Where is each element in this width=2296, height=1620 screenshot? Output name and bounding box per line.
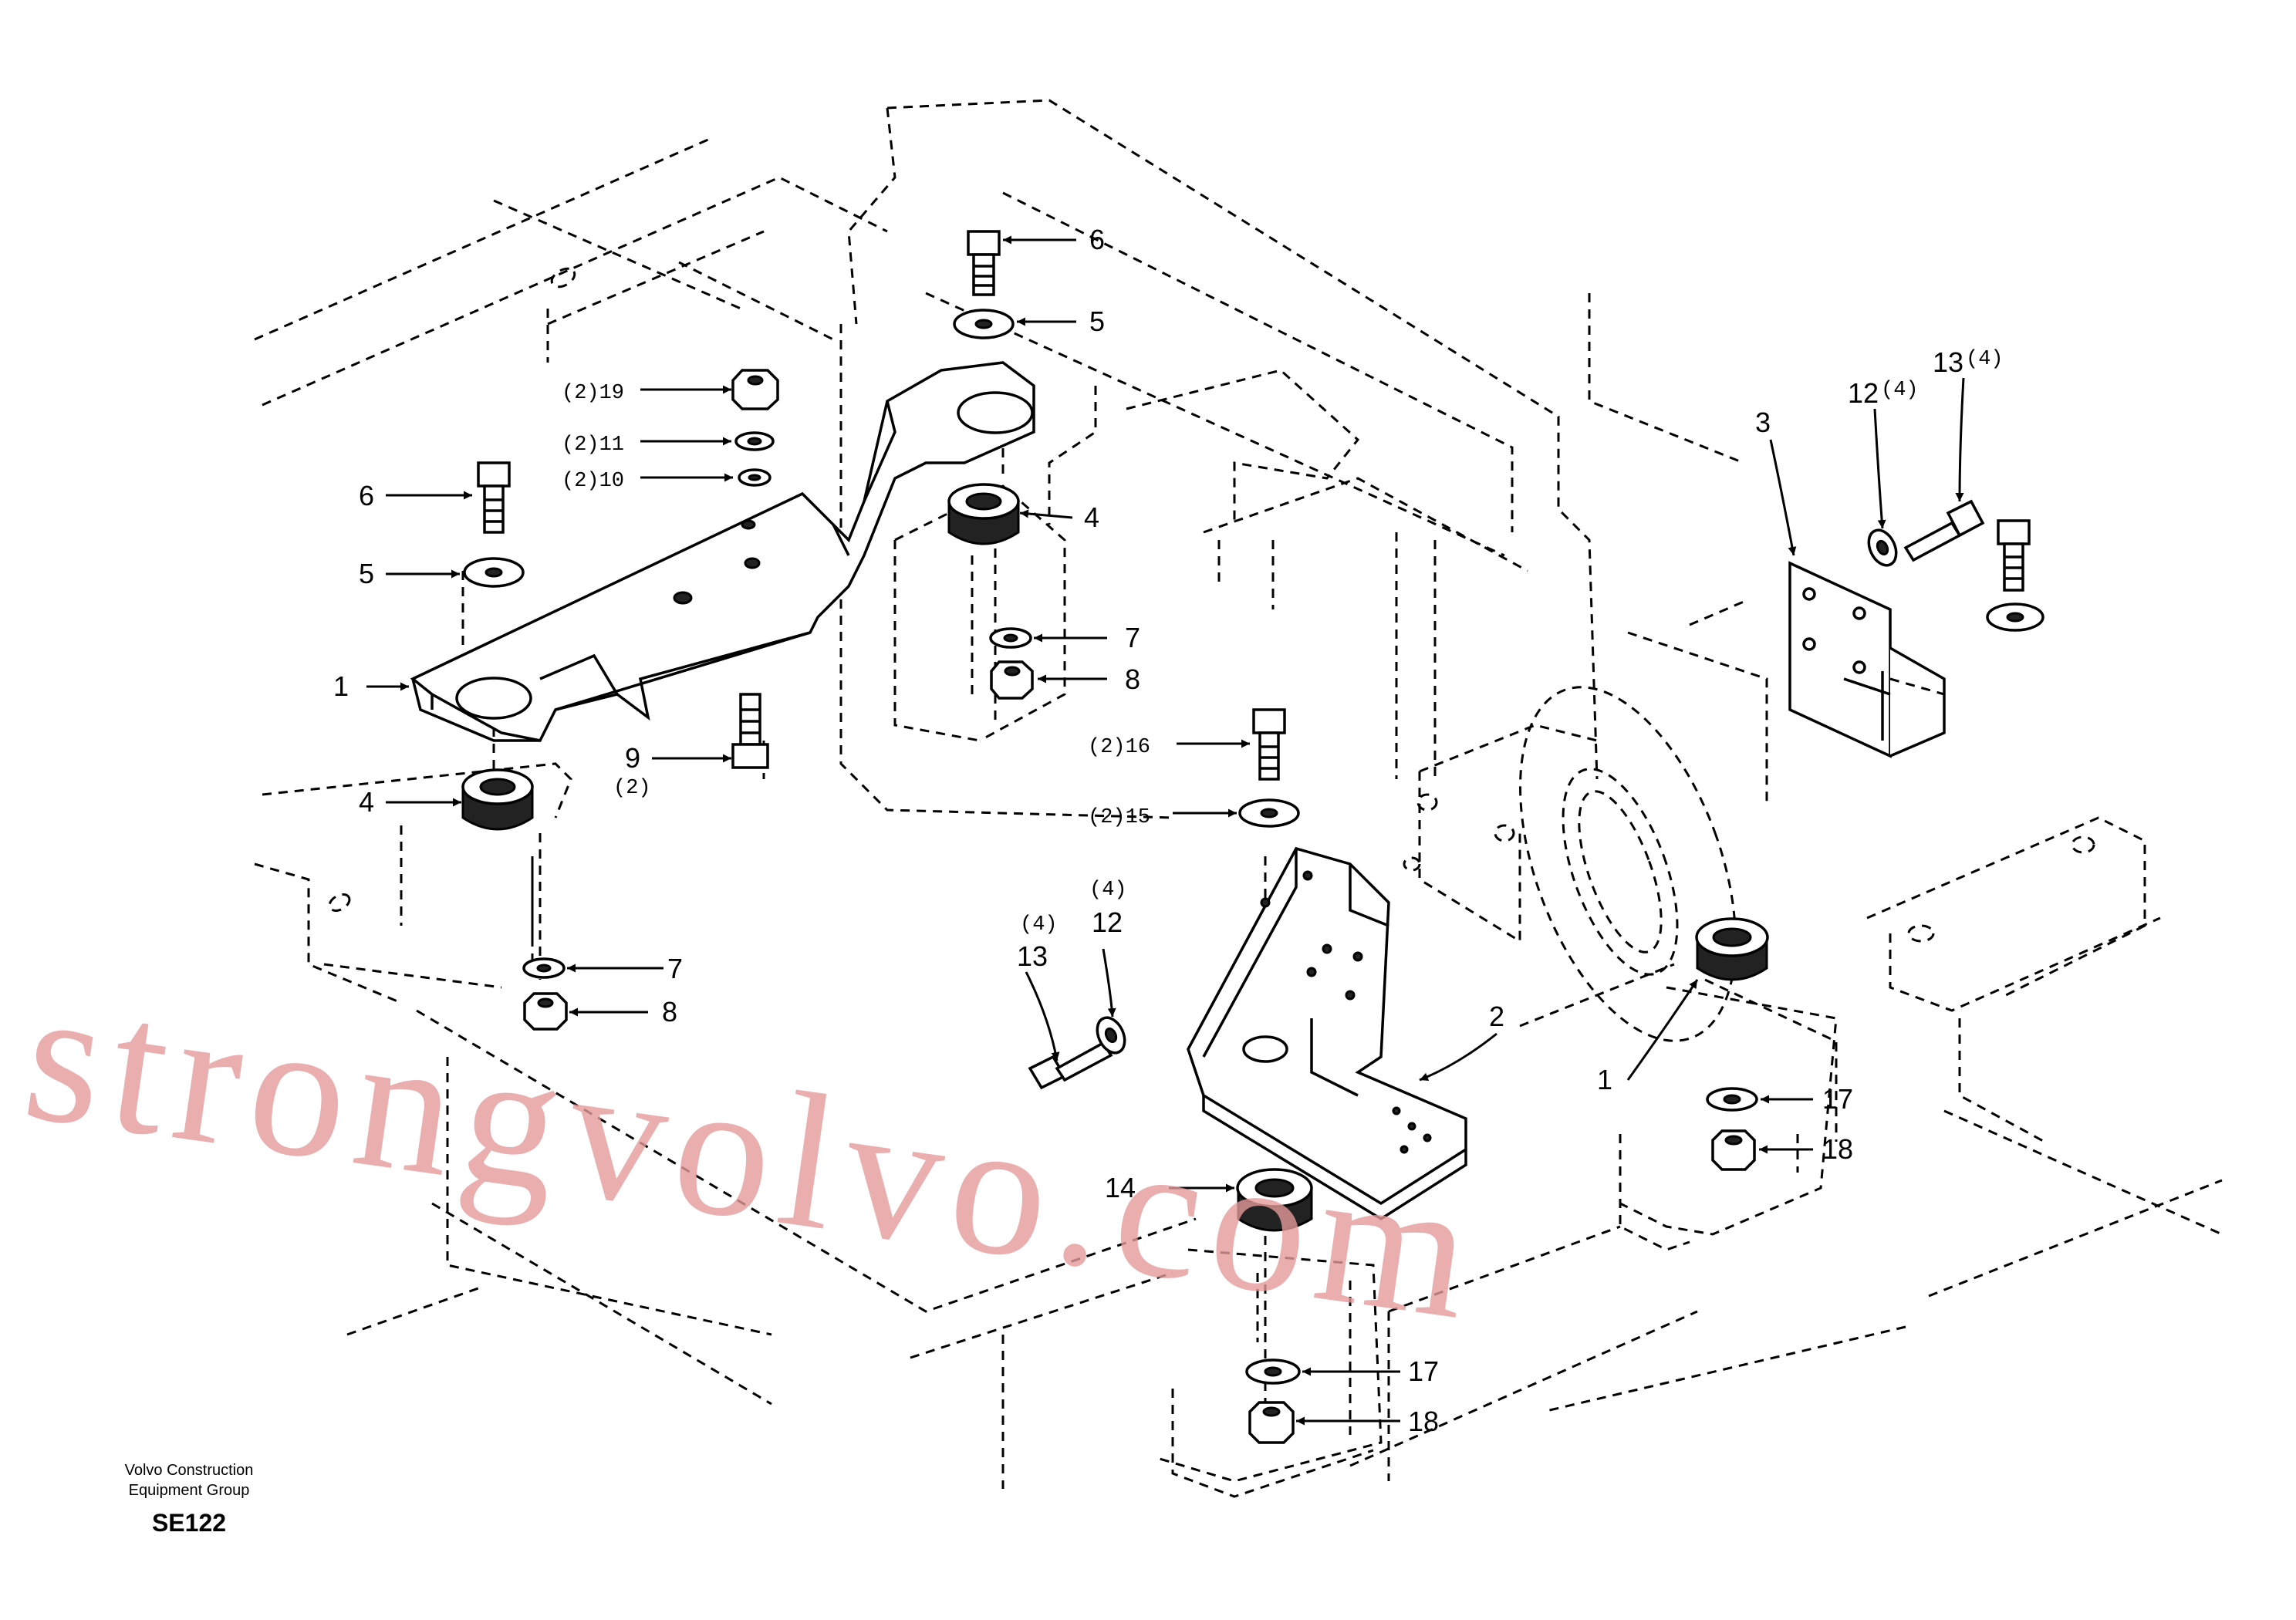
callout-17-bottom: 17: [1408, 1355, 1439, 1387]
bolt-top: [967, 230, 1001, 296]
callout-14: 14: [1105, 1172, 1136, 1203]
callout-13-right: 13: [1933, 346, 1963, 378]
nut-8-mid: [990, 660, 1034, 700]
bolt-9: [731, 693, 769, 769]
nut-19: [731, 369, 779, 410]
nut-8-left: [523, 992, 568, 1031]
footer-caption: Volvo Construction Equipment Group SE122: [125, 1462, 254, 1537]
bolt-left: [477, 461, 511, 534]
callout-6-top: 6: [1089, 224, 1105, 255]
nut-18-bottom: [1248, 1401, 1295, 1444]
rubber-mount-right: [1695, 917, 1769, 981]
callout-13-mid-qty: (4): [1020, 913, 1058, 937]
nut-18-right: [1711, 1129, 1756, 1171]
rubber-mount-top: [947, 483, 1020, 545]
rubber-mount-left: [461, 768, 534, 831]
callout-18-right: 18: [1822, 1133, 1853, 1165]
callout-1-left: 1: [333, 670, 349, 702]
callout-12-mid-qty: (4): [1089, 879, 1127, 902]
callout-8-left: 8: [662, 996, 677, 1028]
callout-18-bottom: 18: [1408, 1406, 1439, 1437]
callout-13-mid: 13: [1017, 940, 1048, 972]
callout-8-top: 8: [1125, 663, 1140, 695]
leader-arrows: [366, 235, 1965, 1426]
mount-bracket-part-2: [1187, 846, 1467, 1221]
callout-13-right-qty: (4): [1966, 348, 2004, 371]
arm-bracket-part-1: [410, 361, 1035, 742]
bolt-13-mid: [1028, 1041, 1113, 1090]
callout-9: 9: [625, 742, 640, 774]
callout-labels: 6 5 4 7 8 (2)19 (2)11 (2)10 6 5 1 4 9 (2…: [333, 224, 2004, 1437]
frame-outline-dashed: [254, 99, 2223, 1498]
bracket-holes: [1260, 870, 1432, 1154]
callout-9-qty: (2): [613, 777, 651, 800]
callout-12-right-qty: (4): [1881, 379, 1919, 402]
footer-company-line1: Volvo Construction: [125, 1462, 254, 1479]
rubber-mount-14: [1236, 1168, 1313, 1232]
bolt-16: [1252, 708, 1286, 781]
callout-12-mid: 12: [1092, 906, 1123, 938]
callout-15: (2)15: [1088, 806, 1150, 829]
bolt-right-far: [1986, 519, 2044, 632]
callout-7-top: 7: [1125, 622, 1140, 653]
footer-drawing-code: SE122: [152, 1509, 226, 1537]
callout-1-right: 1: [1597, 1064, 1612, 1095]
callout-10: (2)10: [562, 470, 624, 493]
callout-5-top: 5: [1089, 305, 1105, 337]
hardware-parts: [461, 230, 2044, 1444]
callout-2: 2: [1489, 1001, 1504, 1032]
callout-5-left: 5: [359, 558, 374, 589]
footer-company-line2: Equipment Group: [129, 1482, 250, 1499]
callout-4-left: 4: [359, 786, 374, 818]
callout-4-top: 4: [1084, 501, 1099, 533]
callout-16: (2)16: [1088, 736, 1150, 759]
callout-17-right: 17: [1822, 1083, 1853, 1115]
bolt-13-right: [1903, 499, 1985, 562]
callout-3: 3: [1755, 407, 1771, 438]
callout-6-left: 6: [359, 480, 374, 511]
callout-19: (2)19: [562, 382, 624, 405]
angle-bracket-part-3: [1788, 561, 1946, 758]
callout-12-right: 12: [1848, 377, 1879, 409]
callout-7-left: 7: [667, 953, 683, 984]
callout-11: (2)11: [562, 434, 624, 457]
